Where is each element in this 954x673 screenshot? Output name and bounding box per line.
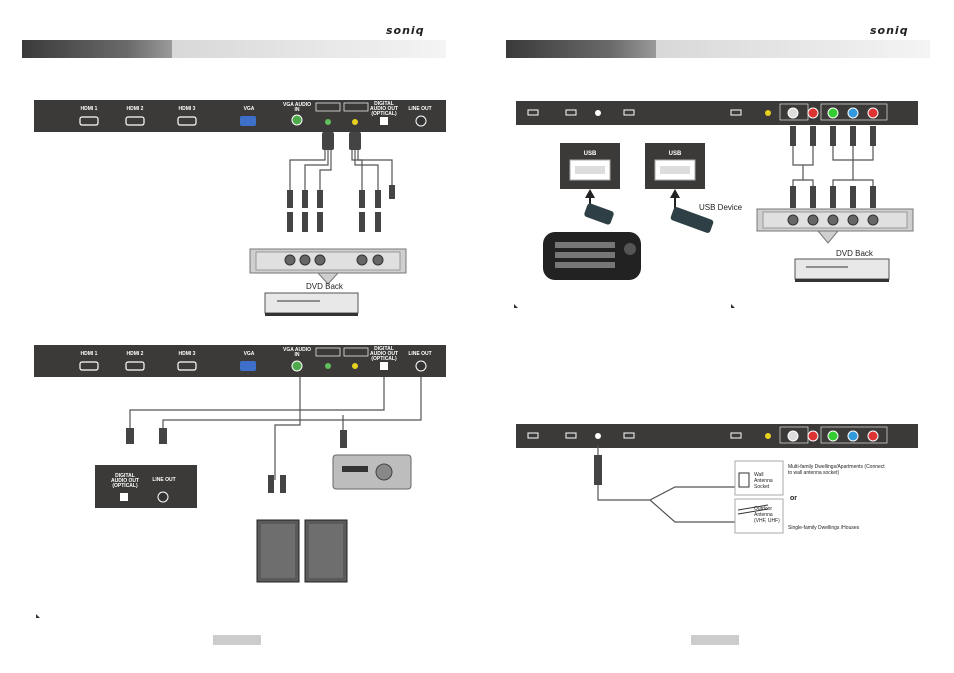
- antenna-multi-family-text: Multi-family Dwellings/Apartments (Conne…: [788, 464, 885, 476]
- audio-box-digital-label: DIGITAL AUDIO OUT (OPTICAL): [110, 473, 140, 489]
- port-label-line-out: LINE OUT: [408, 351, 432, 357]
- audio-box-line-out-label: LINE OUT: [152, 477, 176, 483]
- port-label-hdmi3: HDMI 3: [178, 106, 196, 112]
- port-label-hdmi1: HDMI 1: [80, 106, 98, 112]
- antenna-outdoor-label: Outdoor Antenna (VHF, UHF): [754, 506, 780, 524]
- port-label-digital-audio-out: DIGITAL AUDIO OUT (OPTICAL): [369, 346, 399, 362]
- right-brand-logo: soniq: [870, 24, 909, 37]
- port-label-vga: VGA: [243, 351, 255, 357]
- left-brand-logo: soniq: [386, 24, 425, 37]
- right-header-bar-light: [656, 40, 930, 58]
- dvd-back-label-right: DVD Back: [836, 249, 873, 258]
- port-label-vga-audio-in: VGA AUDIO IN: [283, 102, 311, 113]
- usb-label-2: USB: [668, 151, 682, 157]
- port-label-hdmi1: HDMI 1: [80, 351, 98, 357]
- usb-device-label: USB Device: [699, 203, 743, 212]
- tv-connector-panel-bottom-left: [34, 345, 446, 377]
- port-label-hdmi2: HDMI 2: [126, 351, 144, 357]
- port-label-vga-audio-in: VGA AUDIO IN: [283, 347, 311, 358]
- port-label-digital-audio-out: DIGITAL AUDIO OUT (OPTICAL): [369, 101, 399, 117]
- antenna-wall-socket-label: Wall Antenna Socket: [754, 472, 773, 490]
- port-label-hdmi3: HDMI 3: [178, 351, 196, 357]
- port-label-line-out: LINE OUT: [408, 106, 432, 112]
- dvd-back-label-left: DVD Back: [306, 282, 343, 291]
- antenna-or-label: or: [790, 495, 797, 502]
- antenna-single-family-text: Single-family Dwellings /Houses: [788, 525, 860, 531]
- left-header-bar-dark: [22, 40, 172, 58]
- right-header-bar-dark: [506, 40, 656, 58]
- usb-label-1: USB: [583, 151, 597, 157]
- tv-connector-panel-top-left: [34, 100, 446, 132]
- left-header-bar-light: [172, 40, 446, 58]
- port-label-vga: VGA: [243, 106, 255, 112]
- port-label-hdmi2: HDMI 2: [126, 106, 144, 112]
